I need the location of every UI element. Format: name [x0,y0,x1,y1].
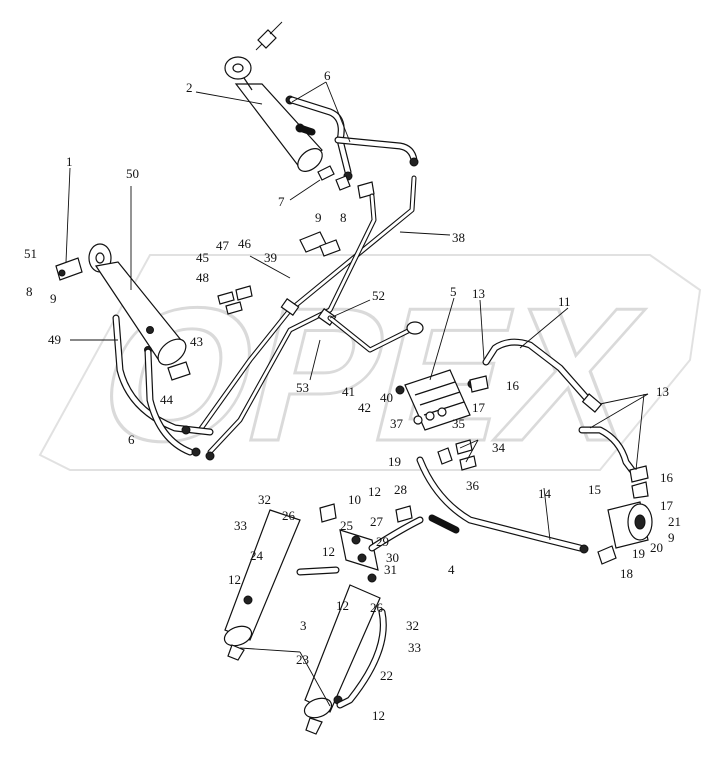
fittings-45-48 [217,231,341,315]
callout-27: 27 [370,514,384,529]
callout-9: 9 [315,210,322,225]
callout-22: 22 [380,668,393,683]
callout-12: 12 [372,708,385,723]
callout-19: 19 [632,546,645,561]
callout-36: 36 [466,478,480,493]
hose-15 [578,426,649,499]
callout-53: 53 [296,380,309,395]
callout-23: 23 [296,652,309,667]
hose-22 [336,608,387,709]
callout-32: 32 [258,492,271,507]
callout-15: 15 [588,482,601,497]
callout-40: 40 [380,390,393,405]
hose-11 [482,338,603,413]
callout-19: 19 [388,454,401,469]
callout-9: 9 [50,291,57,306]
pipe-38 [197,175,417,455]
callout-30: 30 [386,550,399,565]
callout-33: 33 [234,518,247,533]
callout-39: 39 [264,250,277,265]
hose-6-upper [288,96,419,181]
callout-12: 12 [368,484,381,499]
callout-6: 6 [324,68,331,83]
hose-14 [416,456,589,554]
cylinder-2 [224,56,323,172]
fittings-7-9-8 [289,165,375,201]
callout-49: 49 [48,332,61,347]
callout-17: 17 [472,400,486,415]
callout-41: 41 [342,384,355,399]
callout-26: 26 [282,508,296,523]
callout-48: 48 [196,270,209,285]
callout-3: 3 [300,618,307,633]
part-51 [55,257,83,281]
cylinder-50 [88,243,191,381]
callout-13: 13 [472,286,485,301]
callout-37: 37 [390,416,404,431]
callout-12: 12 [336,598,349,613]
callout-8: 8 [340,210,347,225]
callout-29: 29 [376,534,389,549]
callout-12: 12 [228,572,241,587]
callout-21: 21 [668,514,681,529]
callout-labels: 1 2 6 7 9 8 50 51 8 9 45 47 46 48 39 38 … [24,68,681,723]
callout-42: 42 [358,400,371,415]
callout-45: 45 [196,250,209,265]
callout-2: 2 [186,80,193,95]
pump-20 [597,501,653,565]
callout-6: 6 [128,432,135,447]
hose-49-and-6 [112,314,215,461]
top-fitting [255,21,283,51]
callout-47: 47 [216,238,230,253]
valve-5 [395,369,477,431]
callout-14: 14 [538,486,552,501]
callout-44: 44 [160,392,174,407]
callout-51: 51 [24,246,37,261]
cylinder-22-23 [303,584,381,735]
callout-35: 35 [452,416,465,431]
callout-28: 28 [394,482,407,497]
callout-20: 20 [650,540,663,555]
callout-43: 43 [190,334,203,349]
leader-lines [65,81,649,707]
callout-11: 11 [558,294,571,309]
watermark-text: OPEX [80,268,661,481]
callout-34: 34 [492,440,506,455]
callout-24: 24 [250,548,264,563]
cylinder-24-23 [223,509,301,661]
callout-38: 38 [452,230,465,245]
callout-4: 4 [448,562,455,577]
callout-50: 50 [126,166,139,181]
callout-1: 1 [66,154,73,169]
callout-25: 25 [340,518,353,533]
callout-10: 10 [348,492,361,507]
callout-32: 32 [406,618,419,633]
callout-7: 7 [278,194,285,209]
callout-13: 13 [656,384,669,399]
callout-16: 16 [660,470,674,485]
callout-17: 17 [660,498,674,513]
callout-52: 52 [372,288,385,303]
callout-46: 46 [238,236,252,251]
callout-12: 12 [322,544,335,559]
callout-18: 18 [620,566,633,581]
callout-8: 8 [26,284,33,299]
callout-33: 33 [408,640,421,655]
fittings-34-36 [437,375,489,471]
callout-16: 16 [506,378,520,393]
callout-31: 31 [384,562,397,577]
callout-5: 5 [450,284,457,299]
callout-9: 9 [668,530,675,545]
manifold-center [296,503,424,583]
pipe-52 [327,315,424,353]
callout-26: 26 [370,600,384,615]
